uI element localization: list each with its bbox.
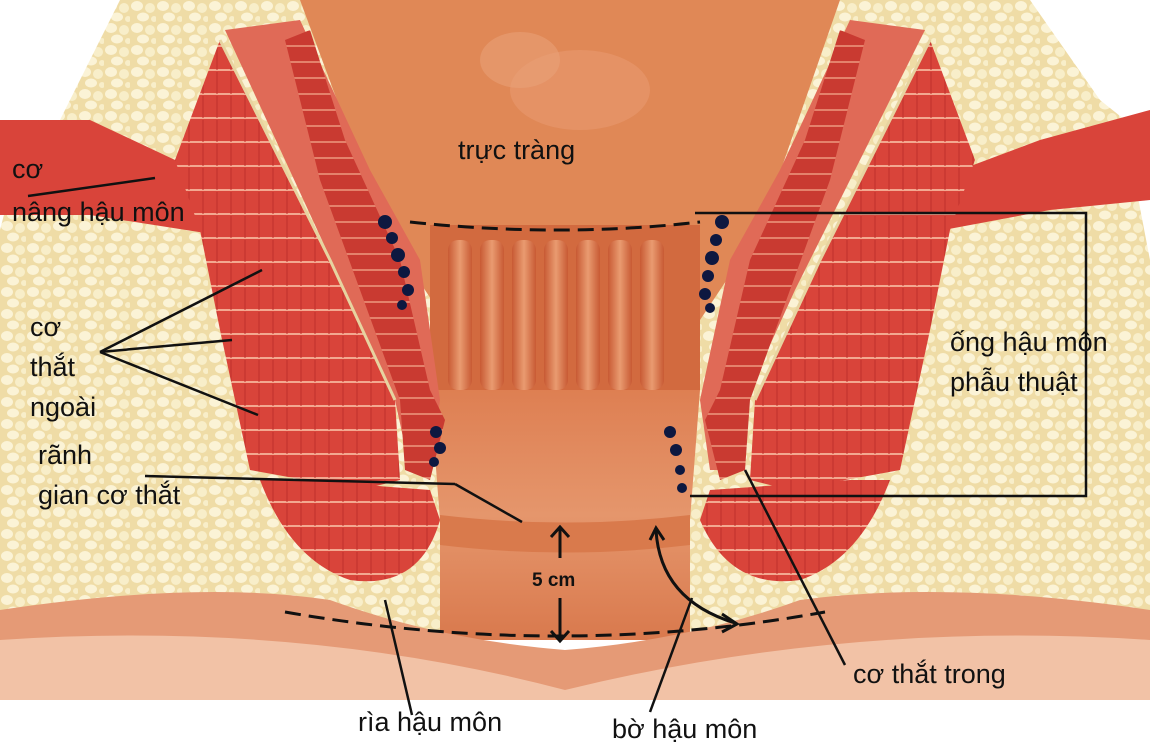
- label-surgical-anal-canal-line2: phẫu thuật: [950, 366, 1078, 397]
- label-intersphincteric-groove-line2: gian cơ thắt: [38, 479, 181, 510]
- label-anal-margin: rìa hậu môn: [358, 707, 502, 737]
- label-surgical-anal-canal-line1: ống hậu môn: [950, 327, 1108, 357]
- label-internal-sphincter: cơ thắt trong: [853, 658, 1006, 689]
- label-anal-verge: bờ hậu môn: [612, 714, 757, 744]
- label-rectum: trực tràng: [458, 135, 575, 165]
- label-intersphincteric-groove-line1: rãnh: [38, 440, 92, 470]
- label-external-sphincter-line1: cơ: [30, 312, 61, 342]
- label-measure: 5 cm: [532, 570, 575, 591]
- label-levator-ani-line1: cơ: [12, 154, 43, 184]
- label-external-sphincter-line2: thắt: [30, 351, 76, 382]
- column-folds: [448, 240, 664, 390]
- label-external-sphincter-line3: ngoài: [30, 392, 96, 422]
- label-levator-ani-line2: nâng hậu môn: [12, 197, 185, 227]
- anal-canal-lumen: [430, 390, 700, 640]
